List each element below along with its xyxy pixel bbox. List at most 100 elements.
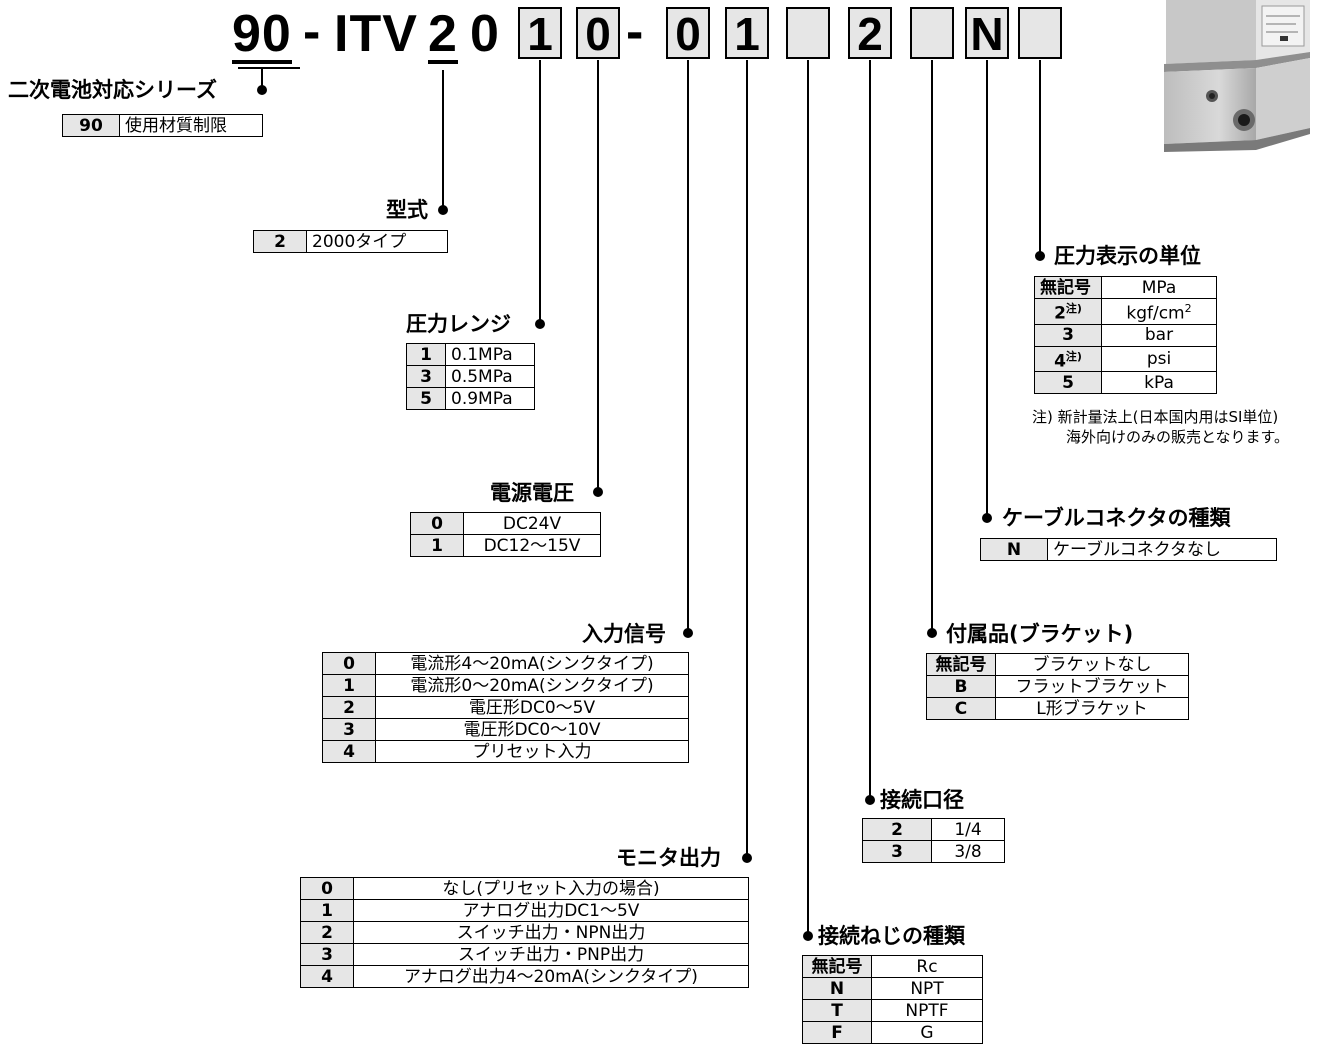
option-code: 3 bbox=[406, 365, 446, 388]
code-series: ITV bbox=[334, 5, 418, 63]
unit-footnote-1: 注) 新計量法上(日本国内用はSI単位) bbox=[1032, 408, 1279, 426]
code-box-unit bbox=[1018, 7, 1062, 59]
code-dash-2: - bbox=[626, 3, 645, 61]
option-code-text: 無記号 bbox=[1040, 277, 1091, 298]
option-desc: 3/8 bbox=[931, 840, 1005, 863]
unit-table: 無記号 MPa 2注) kgf/cm2 3 bar 4注) psi 5 kPa bbox=[1034, 276, 1217, 395]
option-desc: アナログ出力4〜20mA(シンクタイプ) bbox=[353, 965, 749, 988]
option-code: 4 bbox=[300, 965, 354, 988]
footnote-marker: 注) bbox=[1065, 302, 1082, 315]
dot-thread bbox=[803, 931, 813, 941]
series-title: 二次電池対応シリーズ bbox=[8, 78, 217, 102]
option-code: 1 bbox=[322, 674, 376, 697]
option-desc: Rc bbox=[871, 955, 983, 978]
option-desc: kPa bbox=[1101, 371, 1217, 395]
option-code: 5 bbox=[1034, 371, 1102, 395]
option-desc: DC12〜15V bbox=[463, 534, 601, 557]
type-table: 2 2000タイプ bbox=[253, 230, 448, 253]
option-code: 2 bbox=[322, 696, 376, 719]
option-code: 3 bbox=[300, 943, 354, 966]
table-row: 2注) kgf/cm2 bbox=[1034, 298, 1217, 325]
option-code: 3 bbox=[322, 718, 376, 741]
superscript: 2 bbox=[1184, 302, 1192, 315]
option-desc: 使用材質制限 bbox=[119, 114, 263, 137]
input-title: 入力信号 bbox=[582, 622, 666, 646]
dot-port bbox=[865, 795, 875, 805]
option-desc: 電流形0〜20mA(シンクタイプ) bbox=[375, 674, 689, 697]
option-code: 90 bbox=[62, 114, 120, 137]
option-desc: psi bbox=[1101, 345, 1217, 373]
option-code: 3 bbox=[1034, 323, 1102, 347]
option-desc: 0.1MPa bbox=[445, 343, 535, 366]
option-desc: bar bbox=[1101, 323, 1217, 347]
option-code: 5 bbox=[406, 387, 446, 410]
option-desc: アナログ出力DC1〜5V bbox=[353, 899, 749, 922]
dot-type bbox=[438, 205, 448, 215]
dot-bracket bbox=[927, 628, 937, 638]
code-prefix: 90 bbox=[232, 5, 292, 64]
dot-monitor bbox=[742, 853, 752, 863]
option-desc: 1/4 bbox=[931, 818, 1005, 841]
series-table: 90 使用材質制限 bbox=[62, 114, 263, 137]
table-row: 90 使用材質制限 bbox=[62, 114, 263, 137]
option-desc: MPa bbox=[1101, 276, 1217, 299]
option-desc: 0.9MPa bbox=[445, 387, 535, 410]
option-code: T bbox=[802, 999, 872, 1022]
option-desc: NPTF bbox=[871, 999, 983, 1022]
unit-title: 圧力表示の単位 bbox=[1054, 244, 1201, 268]
option-code: B bbox=[926, 675, 996, 698]
option-desc-text: bar bbox=[1144, 325, 1174, 346]
option-code: 無記号 bbox=[926, 653, 996, 676]
voltage-title: 電源電圧 bbox=[490, 481, 574, 505]
option-desc: 0.5MPa bbox=[445, 365, 535, 388]
code-box-pressure: 1 bbox=[518, 7, 562, 59]
option-code: 2 bbox=[300, 921, 354, 944]
unit-footnote-2: 海外向けのみの販売となります。 bbox=[1066, 428, 1290, 446]
option-code: 無記号 bbox=[1034, 276, 1102, 299]
option-desc: 電圧形DC0〜5V bbox=[375, 696, 689, 719]
code-fixed-digit: 0 bbox=[470, 5, 500, 63]
option-code: F bbox=[802, 1021, 872, 1044]
option-desc: 2000タイプ bbox=[306, 230, 448, 253]
dot-series bbox=[257, 85, 267, 95]
monitor-title: モニタ出力 bbox=[616, 846, 721, 870]
table-row: 2 2000タイプ bbox=[253, 230, 448, 253]
option-code: 1 bbox=[406, 343, 446, 366]
option-code: 2 bbox=[862, 818, 932, 841]
code-dash-1: - bbox=[303, 3, 322, 61]
option-desc-text: kPa bbox=[1144, 372, 1174, 393]
option-desc: L形ブラケット bbox=[995, 697, 1189, 720]
port-title: 接続口径 bbox=[880, 788, 964, 812]
option-code: 1 bbox=[300, 899, 354, 922]
option-desc: NPT bbox=[871, 977, 983, 1000]
dot-connector bbox=[982, 513, 992, 523]
table-row: 無記号ブラケットなし bbox=[926, 653, 1189, 676]
option-desc: 電流形4〜20mA(シンクタイプ) bbox=[375, 652, 689, 675]
code-box-connector: N bbox=[965, 7, 1009, 59]
product-photo bbox=[1160, 0, 1342, 165]
option-code: 3 bbox=[862, 840, 932, 863]
option-desc-text: kgf/cm bbox=[1126, 303, 1185, 324]
option-desc: スイッチ出力・NPN出力 bbox=[353, 921, 749, 944]
option-code: N bbox=[980, 538, 1048, 561]
code-type-digit: 2 bbox=[428, 5, 458, 64]
code-box-thread bbox=[786, 7, 830, 59]
